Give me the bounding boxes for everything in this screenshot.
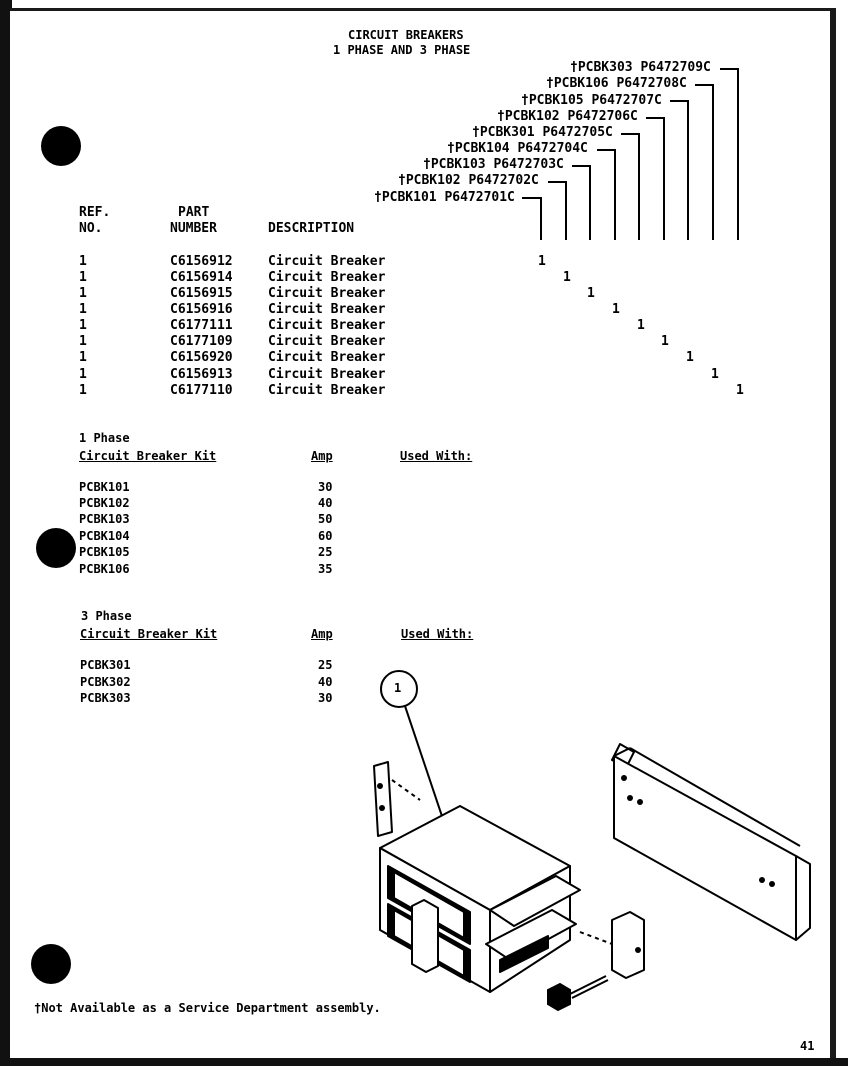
parts-ref: 1 [79,286,87,301]
parts-number: C6156912 [170,254,233,269]
parts-qty: 1 [661,334,669,349]
kit-column-label: †PCBK103 P6472703C [423,157,564,172]
phase1-heading: 1 Phase [79,431,130,445]
callout-circle [380,670,418,708]
phase1-amp: 40 [318,496,333,510]
parts-ref: 1 [79,270,87,285]
header-ref-line1: REF. [79,205,111,220]
page-subtitle: 1 PHASE AND 3 PHASE [333,43,471,57]
kit-column-label: †PCBK102 P6472706C [497,109,638,124]
parts-number: C6177111 [170,318,233,333]
kit-column-label: †PCBK106 P6472708C [546,76,687,91]
phase1-amp: 30 [318,480,333,494]
kit-column-label: †PCBK303 P6472709C [570,60,711,75]
phase1-col-used: Used With: [400,449,473,463]
parts-number: C6156916 [170,302,233,317]
parts-ref: 1 [79,350,87,365]
header-ref-line2: NO. [79,221,103,236]
phase1-kit: PCBK103 [79,512,130,526]
parts-description: Circuit Breaker [268,350,386,365]
parts-qty: 1 [736,383,744,398]
parts-description: Circuit Breaker [268,334,386,349]
phase1-kit: PCBK105 [79,545,130,559]
punch-hole-middle [36,528,76,568]
parts-ref: 1 [79,383,87,398]
parts-description: Circuit Breaker [268,302,386,317]
phase1-col-amp: Amp [311,449,333,463]
footnote: †Not Available as a Service Department a… [34,1001,381,1015]
header-part-line1: PART [178,205,210,220]
phase3-col-used: Used With: [401,627,474,641]
parts-qty: 1 [686,350,694,365]
page-title: CIRCUIT BREAKERS [348,28,464,42]
phase1-kit: PCBK104 [79,529,130,543]
phase1-amp: 60 [318,529,333,543]
parts-qty: 1 [637,318,645,333]
parts-number: C6156913 [170,367,233,382]
phase3-col-amp: Amp [311,627,333,641]
parts-number: C6156914 [170,270,233,285]
parts-ref: 1 [79,302,87,317]
parts-description: Circuit Breaker [268,318,386,333]
parts-ref: 1 [79,367,87,382]
parts-number: C6156920 [170,350,233,365]
header-description: DESCRIPTION [268,221,355,236]
parts-ref: 1 [79,318,87,333]
parts-number: C6177109 [170,334,233,349]
phase3-kit: PCBK301 [80,658,131,672]
scan-edge-left [0,0,12,1066]
punch-hole-bottom [31,944,71,984]
kit-column-label: †PCBK104 P6472704C [447,141,588,156]
kit-column-label: †PCBK102 P6472702C [398,173,539,188]
phase1-amp: 50 [318,512,333,526]
page-number: 41 [800,1039,815,1053]
phase3-kit: PCBK303 [80,691,131,705]
parts-number: C6156915 [170,286,233,301]
kit-column-label: †PCBK105 P6472707C [521,93,662,108]
scan-edge-bottom [0,1058,848,1066]
diagram-callout-number: 1 [394,681,402,695]
phase3-kit: PCBK302 [80,675,131,689]
phase1-col-kit: Circuit Breaker Kit [79,449,217,463]
parts-number: C6177110 [170,383,233,398]
parts-description: Circuit Breaker [268,286,386,301]
parts-ref: 1 [79,334,87,349]
parts-qty: 1 [563,270,571,285]
parts-ref: 1 [79,254,87,269]
kit-column-label: †PCBK301 P6472705C [472,125,613,140]
punch-hole-top [41,126,81,166]
phase3-col-kit: Circuit Breaker Kit [80,627,218,641]
phase1-kit: PCBK102 [79,496,130,510]
parts-description: Circuit Breaker [268,254,386,269]
phase1-kit: PCBK101 [79,480,130,494]
phase3-heading: 3 Phase [81,609,132,623]
kit-column-label: †PCBK101 P6472701C [374,190,515,205]
screw [547,975,609,1012]
parts-description: Circuit Breaker [268,383,386,398]
parts-qty: 1 [538,254,546,269]
phase3-amp: 25 [318,658,333,672]
parts-description: Circuit Breaker [268,270,386,285]
header-part-line2: NUMBER [170,221,217,236]
parts-qty: 1 [612,302,620,317]
phase1-amp: 35 [318,562,333,576]
parts-qty: 1 [711,367,719,382]
phase1-kit: PCBK106 [79,562,130,576]
parts-qty: 1 [587,286,595,301]
phase3-amp: 40 [318,675,333,689]
parts-description: Circuit Breaker [268,367,386,382]
phase1-amp: 25 [318,545,333,559]
phase3-amp: 30 [318,691,333,705]
